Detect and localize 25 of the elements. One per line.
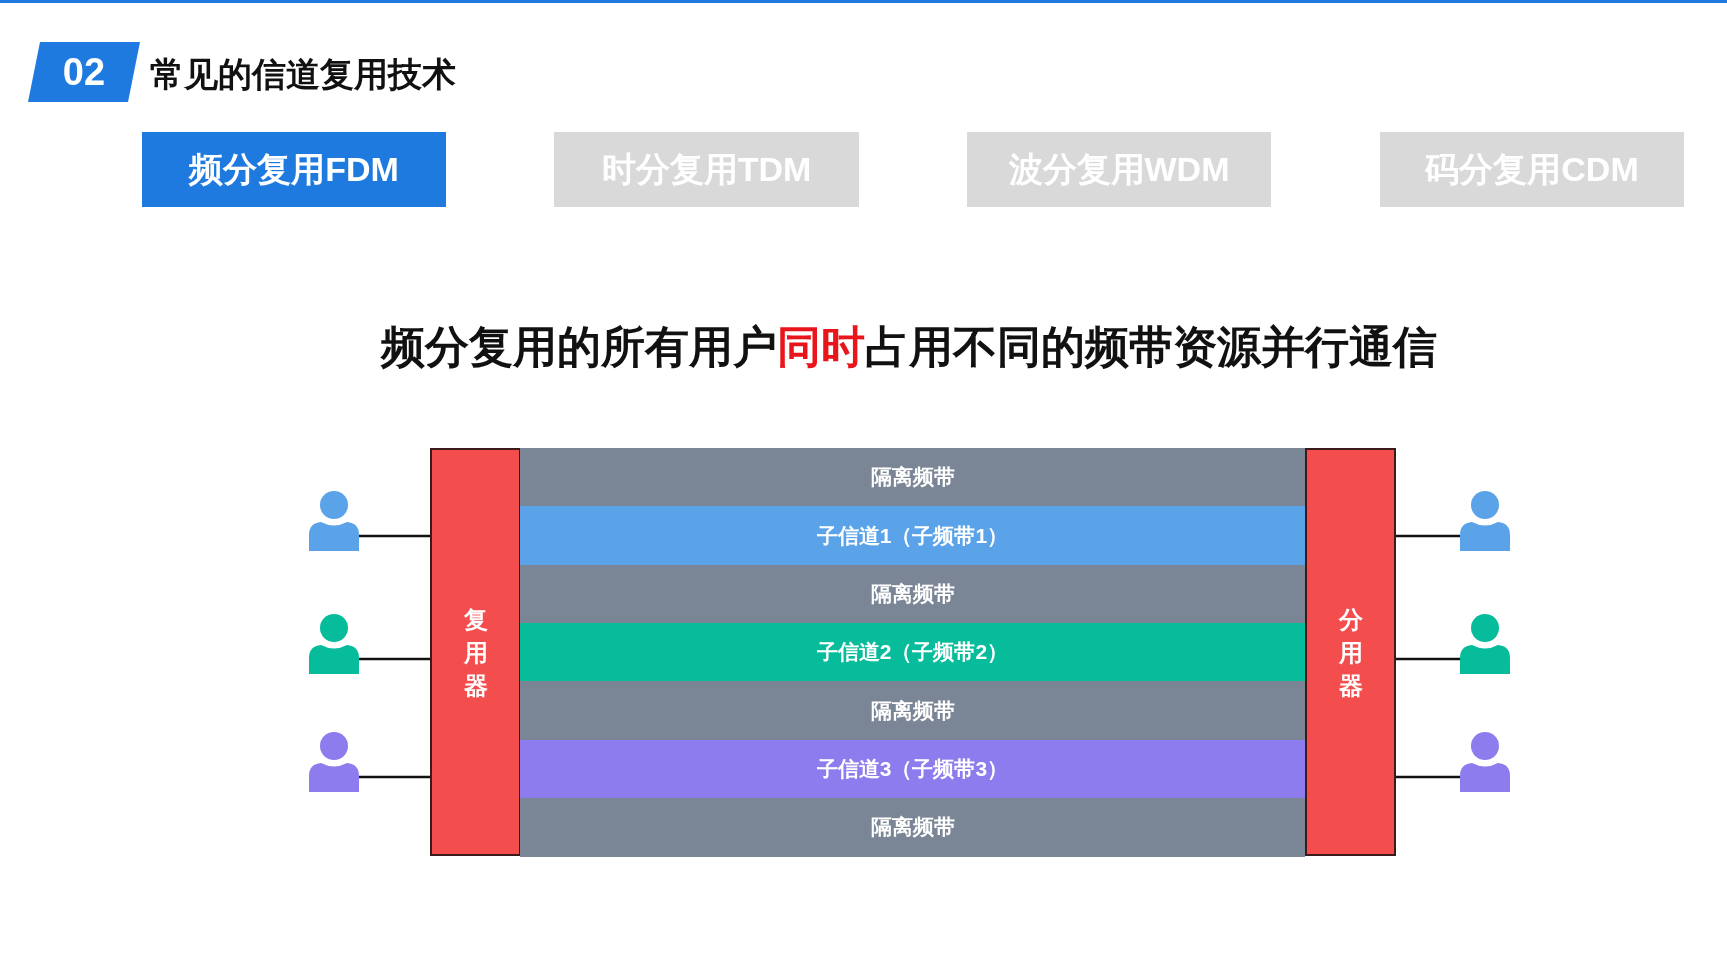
connector-line xyxy=(359,775,430,779)
connector-line xyxy=(1396,534,1460,538)
channel-band: 隔离频带 xyxy=(520,681,1305,740)
person-icon xyxy=(1460,614,1510,674)
tab: 频分复用FDM xyxy=(142,132,446,207)
connector-line xyxy=(1396,775,1460,779)
person-icon xyxy=(309,491,359,551)
person-icon xyxy=(309,614,359,674)
channel-band: 子信道1（子频带1） xyxy=(520,506,1305,566)
number-badge: 02 xyxy=(28,42,140,102)
person-icon xyxy=(1460,491,1510,551)
channel-band: 隔离频带 xyxy=(520,564,1305,624)
person-icon xyxy=(1460,732,1510,792)
device-box: 复用器 xyxy=(430,448,521,856)
heading: 频分复用的所有用户同时占用不同的频带资源并行通信 xyxy=(379,321,1438,373)
channel-band: 隔离频带 xyxy=(520,448,1305,507)
channel-band: 隔离频带 xyxy=(520,797,1305,857)
device-box: 分用器 xyxy=(1305,448,1396,856)
person-icon xyxy=(309,732,359,792)
channel-band: 子信道2（子频带2） xyxy=(520,622,1305,682)
connector-line xyxy=(359,534,430,538)
channel-band: 子信道3（子频带3） xyxy=(520,739,1305,799)
title: 常见的信道复用技术 xyxy=(150,54,456,95)
connector-line xyxy=(1396,657,1460,661)
connector-line xyxy=(359,657,430,661)
